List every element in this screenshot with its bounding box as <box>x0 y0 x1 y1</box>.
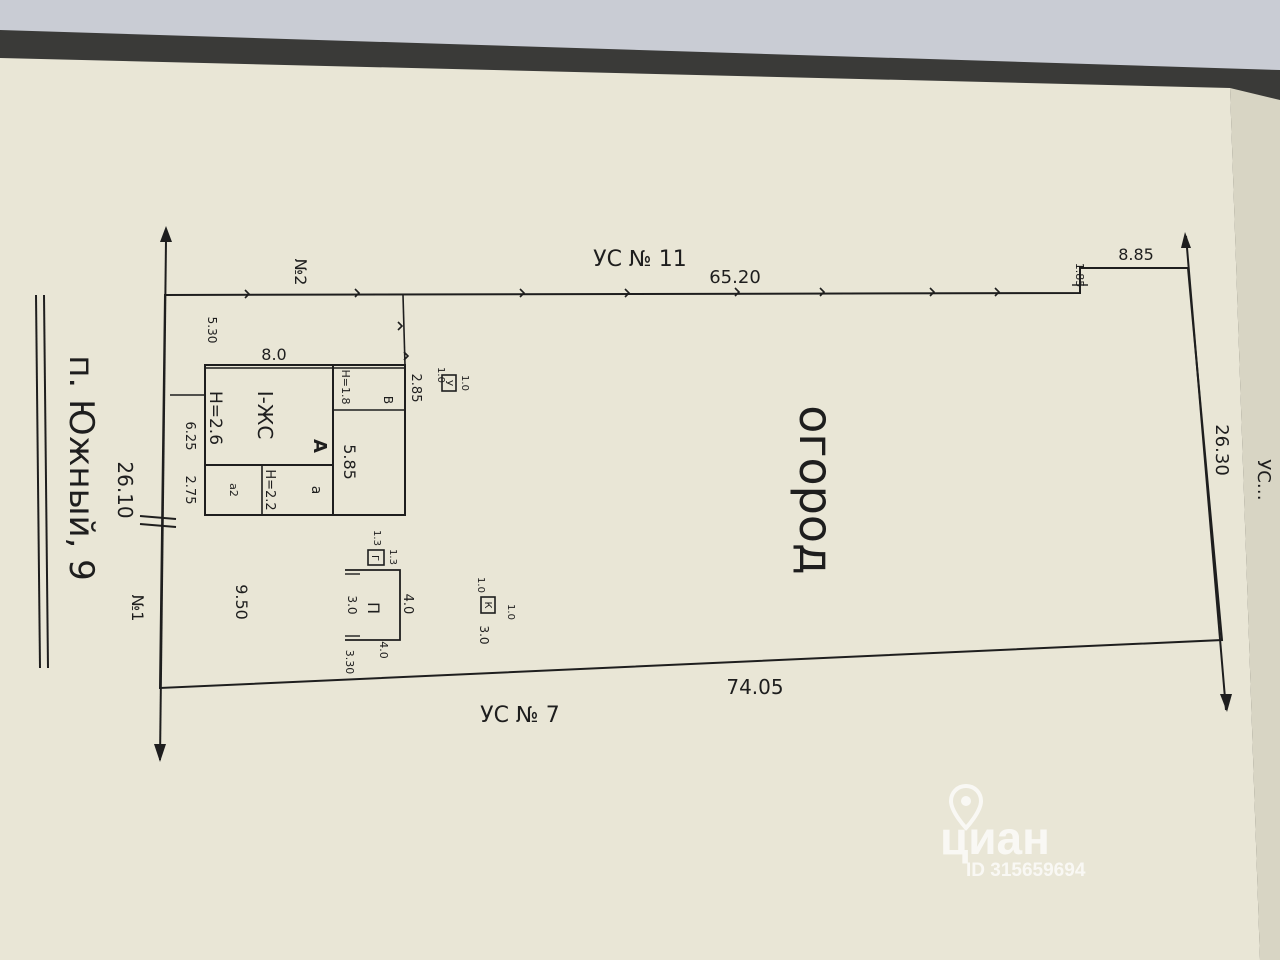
paper-edge <box>1230 88 1280 960</box>
arrow-down-right-icon <box>1220 694 1232 712</box>
dim-right: 26.30 <box>1211 424 1232 476</box>
dim-top-right-step: 8.85 <box>1118 245 1154 264</box>
edge-label-n2: №2 <box>291 259 310 286</box>
room-letter-b: В <box>381 396 395 404</box>
watermark-id: ID 315659694 <box>966 860 1086 881</box>
cian-watermark: циан ID 315659694 <box>940 783 1086 881</box>
dim-top: 65.20 <box>709 267 761 288</box>
dim-outhouse-w: 1.0 <box>435 367 446 383</box>
room-a-height: Н=2.2 <box>262 469 277 510</box>
dim-outhouse-h: 1.0 <box>459 375 470 391</box>
dim-barn-b: 4.0 <box>377 641 390 659</box>
arrow-up-left-icon <box>160 226 172 242</box>
arrow-down-left-icon <box>154 744 166 762</box>
dim-well-h: 1.0 <box>505 604 516 620</box>
barn-outline <box>345 569 401 641</box>
outhouse-letter: У <box>443 380 454 386</box>
dim-front-yard: 9.50 <box>232 584 251 620</box>
room-a2: а2 <box>227 483 240 497</box>
dim-barn-h: 3.0 <box>345 595 359 614</box>
location-pin-dot <box>961 796 971 806</box>
barn-letter: П <box>364 602 383 614</box>
dim-well-c: 3.0 <box>477 625 491 644</box>
room-letter-a-small: а <box>308 486 324 495</box>
dim-shed-small-w: 1.3 <box>371 530 382 546</box>
dim-step-small: 1.85 <box>1073 263 1086 288</box>
house-main <box>204 364 406 516</box>
dim-barn-w: 4.0 <box>400 594 415 615</box>
well-box <box>480 596 496 614</box>
location-pin-icon <box>948 783 984 831</box>
dim-left: 26.10 <box>113 461 137 518</box>
watermark-brand: циан <box>940 812 1050 864</box>
dim-bottom: 74.05 <box>726 675 783 699</box>
garden-label: огород <box>789 405 843 575</box>
dim-left-b: 2.75 <box>182 476 197 505</box>
dim-house-width: 5.85 <box>340 444 359 480</box>
dim-annex-b: 2.85 <box>408 374 423 403</box>
room-b-height: Н=1.8 <box>339 370 352 405</box>
paper-sheet <box>0 58 1260 960</box>
edge-label-n1: №1 <box>128 595 147 622</box>
back-sheet <box>0 0 1280 70</box>
dim-house-length: 8.0 <box>261 345 286 364</box>
outhouse-box <box>441 374 457 392</box>
dim-front-setback: 5.30 <box>205 317 219 344</box>
neighbor-right-label: УС… <box>1253 459 1274 501</box>
room-house-label: I-ЖС <box>253 391 277 440</box>
axis-right <box>1185 235 1227 711</box>
dim-left-a: 6.25 <box>182 422 197 451</box>
shed-small-box <box>367 549 385 566</box>
neighbor-bottom-label: УС № 7 <box>480 703 560 728</box>
neighbor-top-label: УС № 11 <box>593 247 687 272</box>
address-label: п. Южный, 9 <box>61 355 101 581</box>
address-underline-1 <box>35 294 41 669</box>
shed-small-letter: Г <box>369 555 380 561</box>
address-underline-2 <box>43 294 49 669</box>
street-axis-left <box>159 239 167 761</box>
room-house-height: Н=2.6 <box>205 391 225 445</box>
front-setback-line <box>402 294 406 366</box>
dim-barn-c: 3.30 <box>343 650 356 675</box>
gate-mark <box>139 515 177 528</box>
dim-well-w: 1.0 <box>475 577 486 593</box>
well-letter: К <box>482 601 493 608</box>
arrow-up-right-icon <box>1181 232 1191 248</box>
room-letter-a: А <box>309 439 330 453</box>
dim-shed-small-h: 1.3 <box>387 549 398 565</box>
